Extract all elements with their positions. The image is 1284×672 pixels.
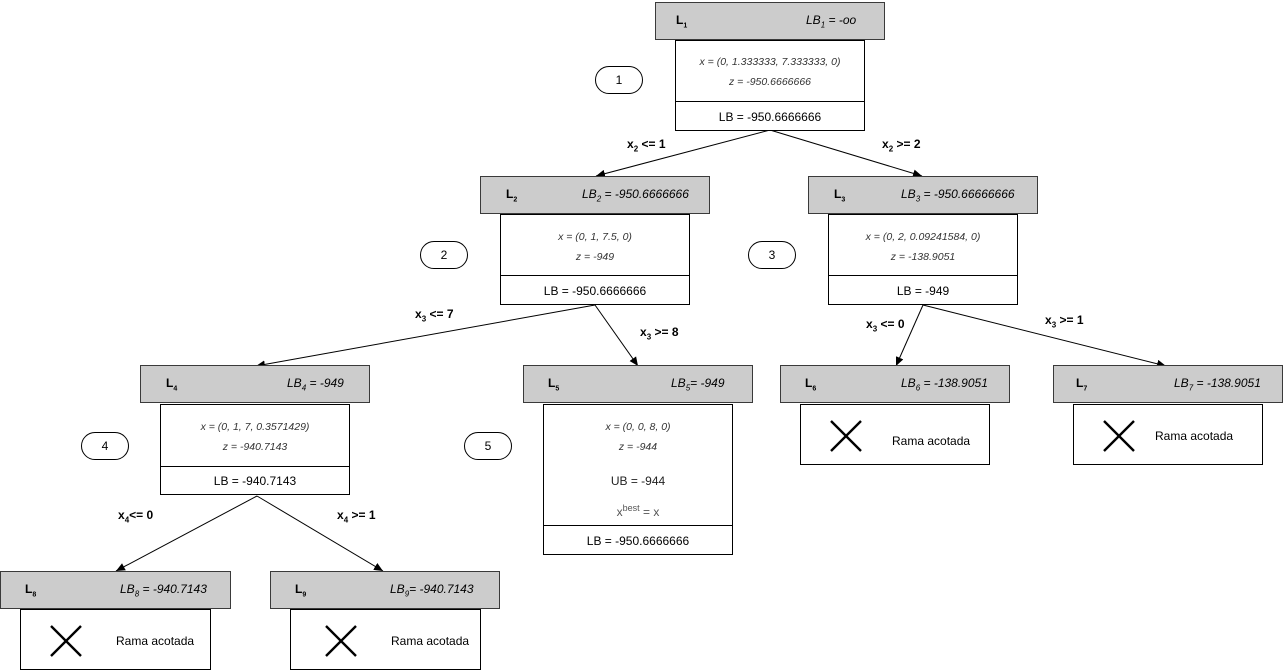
node-7-lower-bound: LB7 = -138.9051 (1174, 376, 1261, 393)
node-2-header: L2 LB2 = -950.6666666 (480, 176, 710, 214)
node-7-pruned-label: Rama acotada (1155, 429, 1234, 443)
edge-label-4-8: x4<= 0 (118, 508, 154, 525)
step-badge-3: 3 (748, 241, 796, 269)
node-4-body: x = (0, 1, 7, 0.3571429) z = -940.7143 L… (160, 404, 350, 495)
edge-label-2-5: x3 >= 8 (640, 325, 679, 342)
node-1-lower-bound: LB1 = -oo (806, 13, 857, 30)
node-6-body: Rama acotada (800, 404, 990, 465)
node-9-lower-bound: LB9= -940.7143 (390, 582, 474, 599)
node-5-body: x = (0, 0, 8, 0) z = -944 UB = -944 xbes… (543, 404, 733, 555)
edge-label-3-7: x3 >= 1 (1045, 313, 1084, 330)
node-8-header: L8 LB8 = -940.7143 (0, 571, 231, 609)
edge-arrow-4-8 (115, 495, 258, 572)
node-1-body: x = (0, 1.333333, 7.333333, 0) z = -950.… (675, 40, 865, 131)
pruned-cross-icon (50, 625, 82, 657)
node-2-objective: z = -949 (575, 251, 615, 263)
node-2-label: L2 (506, 187, 518, 204)
node-4-objective: z = -940.7143 (222, 441, 288, 453)
edge-arrow-3-7 (922, 304, 1167, 368)
node-1-lb-row: LB = -950.6666666 (676, 101, 864, 132)
node-3-header: L3 LB3 = -950.66666666 (808, 176, 1038, 214)
node-1-solution: x = (0, 1.333333, 7.333333, 0) (699, 56, 841, 68)
node-6-label: L6 (805, 376, 817, 393)
node-7-label: L7 (1076, 376, 1088, 393)
node-9-header: L9 LB9= -940.7143 (270, 571, 500, 609)
pruned-cross-icon (325, 625, 357, 657)
edge-arrow-1-3 (769, 129, 923, 178)
node-4-lb-row: LB = -940.7143 (161, 466, 349, 496)
edge-label-2-4: x3 <= 7 (415, 307, 454, 324)
step-badge-1: 1 (595, 66, 643, 94)
node-3-solution: x = (0, 2, 0.09241584, 0) (865, 231, 981, 243)
edge-arrow-4-9 (256, 495, 384, 572)
node-4-solution: x = (0, 1, 7, 0.3571429) (200, 421, 310, 433)
node-8-pruned-label: Rama acotada (116, 634, 195, 648)
node-3-lb-row: LB = -949 (829, 275, 1017, 306)
node-5-solution: x = (0, 0, 8, 0) (605, 421, 671, 433)
node-3-lower-bound: LB3 = -950.66666666 (901, 187, 1015, 204)
node-1-objective: z = -950.6666666 (728, 76, 812, 88)
node-5-best-solution: xbest = x (616, 503, 660, 519)
node-8-label: L8 (25, 582, 37, 599)
node-9-body: Rama acotada (290, 609, 481, 670)
node-3-objective: z = -138.9051 (890, 251, 956, 263)
node-3-label: L3 (834, 187, 846, 204)
node-5-upper-bound: UB = -944 (610, 474, 666, 488)
node-1-label: L1 (676, 13, 688, 30)
step-badge-5: 5 (464, 432, 512, 460)
node-8-lower-bound: LB8 = -940.7143 (120, 582, 207, 599)
edge-label-1-2: x2 <= 1 (627, 137, 666, 154)
node-4-header: L4 LB4 = -949 (140, 365, 370, 403)
node-9-label: L9 (295, 582, 307, 599)
node-5-label: L5 (548, 376, 560, 393)
node-5-header: L5 LB5= -949 (523, 365, 753, 403)
node-6-pruned-label: Rama acotada (892, 434, 971, 448)
node-6-lower-bound: LB6 = -138.9051 (901, 376, 988, 393)
node-5-lb-row: LB = -950.6666666 (544, 525, 732, 556)
pruned-cross-icon (830, 420, 862, 452)
node-7-body: Rama acotada (1073, 404, 1263, 465)
node-7-header: L7 LB7 = -138.9051 (1053, 365, 1283, 403)
node-2-lower-bound: LB2 = -950.6666666 (582, 187, 689, 204)
edge-label-4-9: x4 >= 1 (337, 508, 376, 525)
edge-arrow-2-4 (255, 304, 596, 369)
step-badge-2: 2 (420, 241, 468, 269)
node-2-lb-row: LB = -950.6666666 (501, 275, 689, 306)
edge-arrow-3-6 (895, 304, 924, 367)
edge-arrow-2-5 (594, 304, 639, 367)
edge-arrow-1-2 (595, 129, 771, 178)
step-badge-4: 4 (81, 432, 129, 460)
node-2-solution: x = (0, 1, 7.5, 0) (558, 231, 632, 243)
node-5-objective: z = -944 (618, 441, 658, 453)
node-6-header: L6 LB6 = -138.9051 (780, 365, 1010, 403)
edge-label-1-3: x2 >= 2 (882, 137, 921, 154)
node-2-body: x = (0, 1, 7.5, 0) z = -949 LB = -950.66… (500, 214, 690, 305)
node-5-lower-bound: LB5= -949 (671, 376, 725, 393)
node-8-body: Rama acotada (20, 609, 211, 670)
pruned-cross-icon (1103, 420, 1135, 452)
node-9-pruned-label: Rama acotada (391, 634, 470, 648)
node-4-label: L4 (166, 376, 178, 393)
edge-label-3-6: x3 <= 0 (866, 317, 905, 334)
node-4-lower-bound: LB4 = -949 (287, 376, 344, 393)
node-3-body: x = (0, 2, 0.09241584, 0) z = -138.9051 … (828, 214, 1018, 305)
node-1-header: L1 LB1 = -oo (655, 2, 885, 40)
